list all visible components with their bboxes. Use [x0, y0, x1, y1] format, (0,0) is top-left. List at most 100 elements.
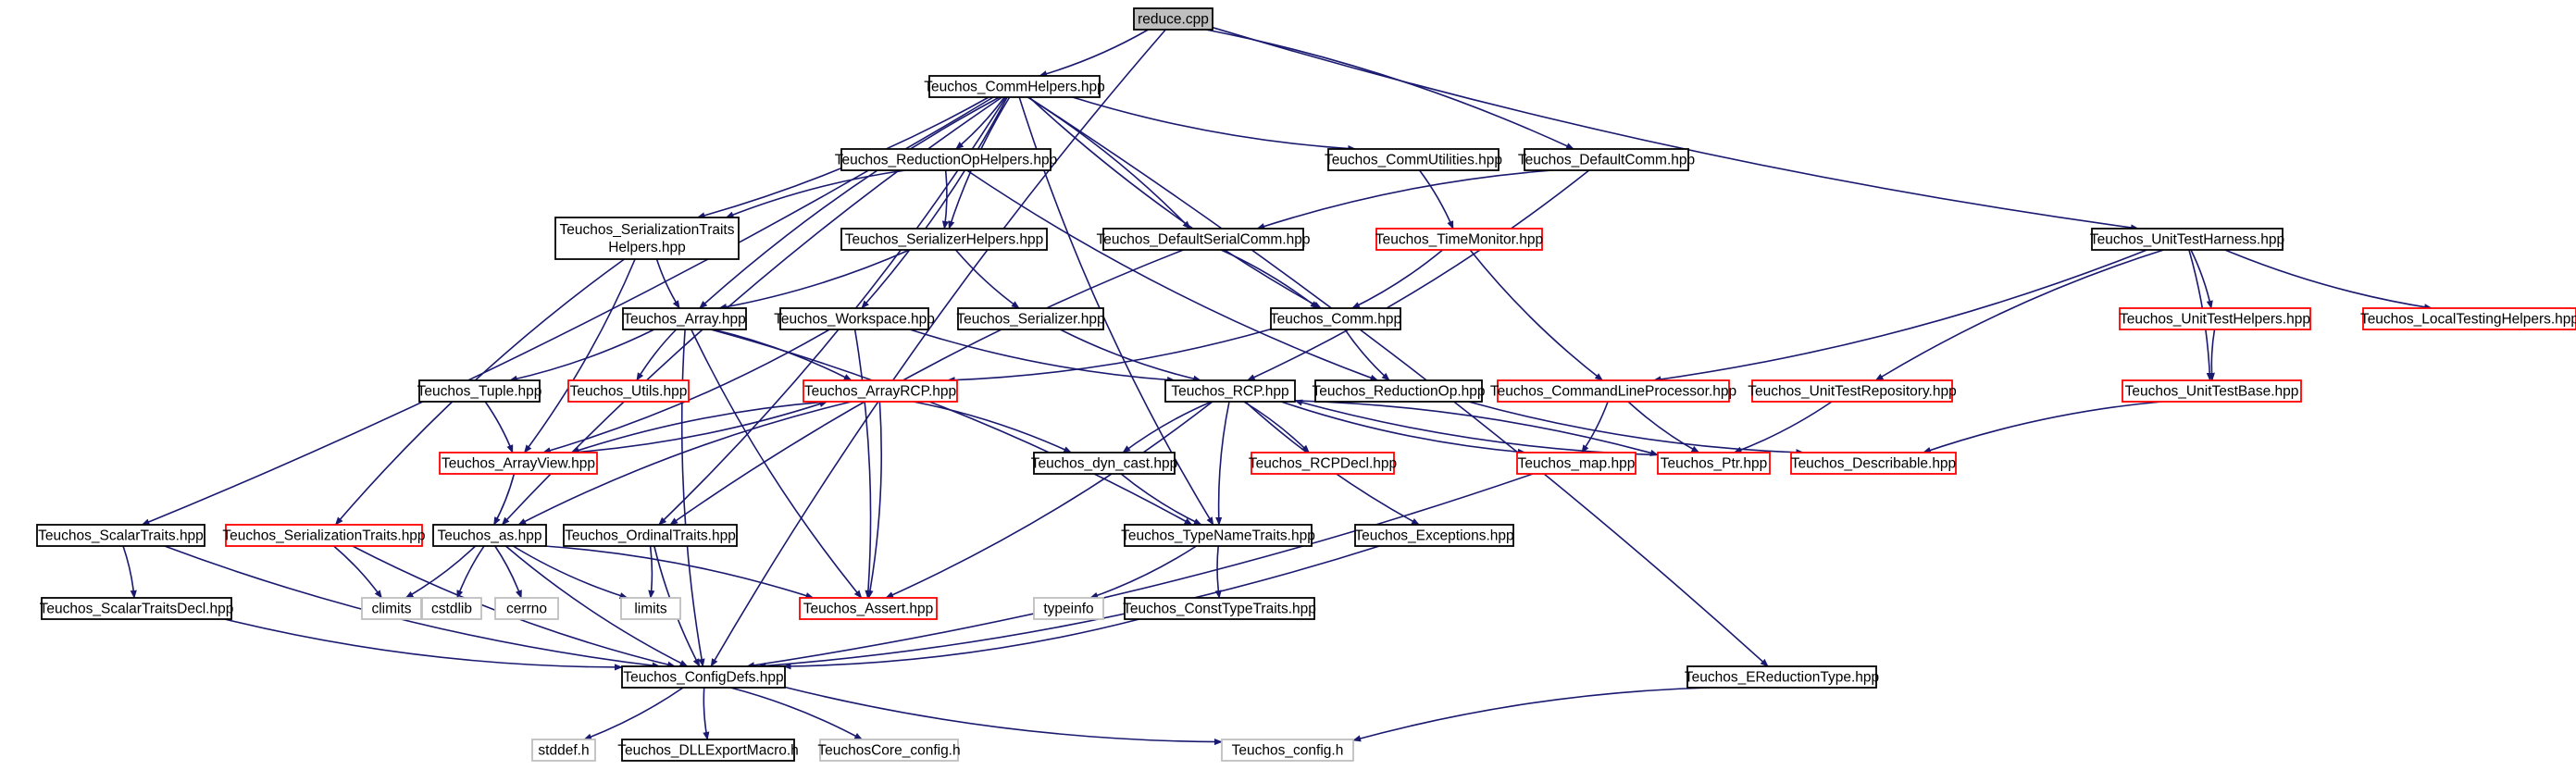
node-describable[interactable]: Teuchos_Describable.hpp — [1790, 452, 1957, 475]
node-label: Teuchos_Exceptions.hpp — [1354, 528, 1513, 544]
node-box — [361, 597, 422, 620]
node-label: Teuchos_config.h — [1232, 743, 1344, 759]
edge-unittestharness-to-unittesthelpers — [2190, 249, 2213, 309]
node-as[interactable]: Teuchos_as.hpp — [432, 524, 547, 547]
node-serializer[interactable]: Teuchos_Serializer.hpp — [956, 307, 1105, 330]
node-array[interactable]: Teuchos_Array.hpp — [622, 307, 747, 330]
edge-commhelpers-to-array — [699, 96, 1001, 309]
node-label-line: Teuchos_UnitTestHarness.hpp — [2090, 232, 2284, 248]
node-label-line: Teuchos_LocalTestingHelpers.hpp — [2360, 312, 2576, 328]
node-map[interactable]: Teuchos_map.hpp — [1516, 452, 1636, 475]
node-arrayrcp[interactable]: Teuchos_ArrayRCP.hpp — [803, 379, 958, 403]
node-cstdlib: cstdlib — [421, 597, 482, 620]
edge-typenametraits-to-consttypetraits — [1214, 545, 1222, 599]
edge-commhelpers-to-ereductiontype — [1027, 96, 1769, 667]
node-reductionophelpers[interactable]: Teuchos_ReductionOpHelpers.hpp — [835, 148, 1057, 171]
node-dyncast[interactable]: Teuchos_dyn_cast.hpp — [1031, 452, 1178, 475]
node-label-line: Teuchos_RCP.hpp — [1171, 384, 1288, 400]
edge-reduce-to-commhelpers — [1039, 29, 1149, 78]
node-serializerhelpers[interactable]: Teuchos_SerializerHelpers.hpp — [840, 228, 1048, 251]
node-ereductiontype[interactable]: Teuchos_EReductionType.hpp — [1685, 665, 1879, 689]
node-typeinfo: typeinfo — [1033, 597, 1104, 620]
edge-commhelpers-to-commutilities — [1072, 96, 1357, 153]
edge-comm-to-arrayrcp — [946, 328, 1272, 384]
node-consttypetraits[interactable]: Teuchos_ConstTypeTraits.hpp — [1123, 597, 1316, 620]
node-label-line: cstdlib — [431, 602, 472, 617]
node-label: Teuchos_dyn_cast.hpp — [1031, 456, 1178, 472]
node-label-line: Teuchos_OrdinalTraits.hpp — [565, 528, 736, 544]
edge-commhelpers-to-comm — [1028, 96, 1322, 309]
node-label-line: Teuchos_SerializerHelpers.hpp — [845, 232, 1044, 248]
node-tuple[interactable]: Teuchos_Tuple.hpp — [417, 379, 542, 403]
edge-as-to-cerrno — [494, 545, 522, 599]
edge-rcp-to-typenametraits — [1215, 401, 1230, 526]
node-typenametraits[interactable]: Teuchos_TypeNameTraits.hpp — [1121, 524, 1315, 547]
node-utils[interactable]: Teuchos_Utils.hpp — [567, 379, 690, 403]
node-scalartraitsdecl[interactable]: Teuchos_ScalarTraitsDecl.hpp — [40, 597, 234, 620]
node-label: Teuchos_CommHelpers.hpp — [924, 80, 1105, 95]
node-timemonitor[interactable]: Teuchos_TimeMonitor.hpp — [1375, 228, 1543, 251]
node-box — [1497, 379, 1730, 403]
node-label: Teuchos_ReductionOp.hpp — [1313, 384, 1486, 400]
node-box — [1790, 452, 1957, 475]
node-rcp[interactable]: Teuchos_RCP.hpp — [1164, 379, 1296, 403]
node-unittestbase[interactable]: Teuchos_UnitTestBase.hpp — [2122, 379, 2302, 403]
node-label: Teuchos_Assert.hpp — [803, 602, 933, 617]
node-box — [840, 228, 1048, 251]
node-serializationtraits[interactable]: Teuchos_SerializationTraits.hpp — [222, 524, 426, 547]
node-box — [1686, 665, 1877, 689]
node-workspace[interactable]: Teuchos_Workspace.hpp — [774, 307, 935, 330]
node-commutilities[interactable]: Teuchos_CommUtilities.hpp — [1325, 148, 1502, 171]
node-box — [41, 597, 232, 620]
node-defaultcomm[interactable]: Teuchos_DefaultComm.hpp — [1518, 148, 1695, 171]
node-exceptions[interactable]: Teuchos_Exceptions.hpp — [1354, 524, 1514, 547]
node-label-line: typeinfo — [1043, 602, 1093, 617]
node-comm[interactable]: Teuchos_Comm.hpp — [1270, 307, 1401, 330]
node-label-line: cerrno — [506, 602, 547, 617]
node-box — [1033, 452, 1176, 475]
node-box — [1327, 148, 1500, 171]
edge-reductionop-to-describable — [1468, 401, 1805, 456]
node-label-line: Teuchos_ConfigDefs.hpp — [623, 670, 783, 686]
node-box — [1133, 7, 1213, 31]
node-label: climits — [371, 602, 411, 617]
node-reduce[interactable]: reduce.cpp — [1133, 7, 1213, 31]
node-unittestharness[interactable]: Teuchos_UnitTestHarness.hpp — [2090, 228, 2284, 251]
node-scalartraits[interactable]: Teuchos_ScalarTraits.hpp — [36, 524, 205, 547]
edge-workspace-to-arrayview — [541, 329, 830, 454]
node-configdefs[interactable]: Teuchos_ConfigDefs.hpp — [621, 665, 786, 689]
node-label-line: Teuchos_CommUtilities.hpp — [1325, 153, 1502, 168]
node-ordinaltraits[interactable]: Teuchos_OrdinalTraits.hpp — [563, 524, 738, 547]
node-label: Teuchos_CommUtilities.hpp — [1325, 153, 1502, 168]
edge-commhelpers-to-reductionophelpers — [955, 96, 1005, 150]
node-box — [1124, 597, 1315, 620]
edge-scalartraitsdecl-to-configdefs — [224, 618, 623, 671]
node-label-line: Teuchos_ReductionOpHelpers.hpp — [835, 153, 1057, 168]
node-ptr[interactable]: Teuchos_Ptr.hpp — [1657, 452, 1771, 475]
node-rcpdecl[interactable]: Teuchos_RCPDecl.hpp — [1249, 452, 1397, 475]
node-reductionop[interactable]: Teuchos_ReductionOp.hpp — [1313, 379, 1486, 403]
node-label-line: Helpers.hpp — [608, 240, 686, 255]
node-unittesthelpers[interactable]: Teuchos_UnitTestHelpers.hpp — [2119, 307, 2311, 330]
node-defaultserialcomm[interactable]: Teuchos_DefaultSerialComm.hpp — [1097, 228, 1311, 251]
edge-ordinaltraits-to-limits — [648, 545, 655, 599]
edge-serializerhelpers-to-serializer — [954, 249, 1020, 309]
edge-array-to-utils — [636, 329, 678, 381]
edge-commutilities-to-timemonitor — [1418, 169, 1454, 230]
node-label: Teuchos_LocalTestingHelpers.hpp — [2360, 312, 2576, 328]
edge-scalartraits-to-scalartraitsdecl — [122, 545, 137, 599]
node-label: stddef.h — [538, 743, 589, 759]
node-arrayview[interactable]: Teuchos_ArrayView.hpp — [439, 452, 598, 475]
node-dllexportmacro[interactable]: Teuchos_DLLExportMacro.h — [617, 739, 799, 762]
node-cerrno: cerrno — [494, 597, 559, 620]
node-unittestrepository[interactable]: Teuchos_UnitTestRepository.hpp — [1748, 379, 1957, 403]
node-commhelpers[interactable]: Teuchos_CommHelpers.hpp — [924, 75, 1105, 98]
edge-serializerhelpers-to-array — [718, 249, 910, 311]
node-cmdlineprocessor[interactable]: Teuchos_CommandLineProcessor.hpp — [1490, 379, 1736, 403]
edge-serializationtraits-to-climits — [333, 545, 383, 599]
node-assert[interactable]: Teuchos_Assert.hpp — [799, 597, 938, 620]
node-localtestinghelpers[interactable]: Teuchos_LocalTestingHelpers.hpp — [2360, 307, 2576, 330]
node-label: Teuchos_Comm.hpp — [1270, 312, 1401, 328]
